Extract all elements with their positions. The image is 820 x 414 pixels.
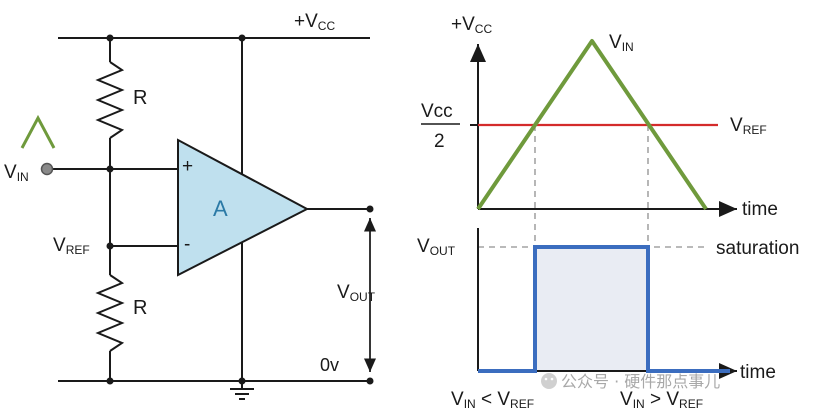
waveform-graphs [470, 39, 737, 379]
resistor-top [95, 61, 125, 139]
zero-volt-label: 0v [320, 355, 339, 375]
condition-vin-greater: VIN > VREF [620, 389, 703, 411]
resistor-bottom-label: R [133, 297, 147, 319]
vin-peak-label: VIN [609, 32, 634, 54]
vin-wave-icon [20, 114, 56, 149]
vref-line-label: VREF [730, 115, 767, 137]
vref-label: VREF [53, 235, 90, 257]
vout-label: VOUT [337, 282, 376, 304]
junction-dots [106, 34, 374, 385]
vout-graph-label: VOUT [417, 236, 456, 258]
resistor-top-label: R [133, 87, 147, 109]
watermark-text: 公众号 · 硬件那点事儿 [561, 372, 720, 391]
time-label-top: time [742, 199, 778, 220]
vcc-label: +VCC [294, 11, 335, 33]
graph-vcc-label: +VCC [451, 14, 492, 36]
saturation-label: saturation [716, 238, 799, 259]
inverting-sign: - [184, 234, 190, 255]
opamp-label: A [213, 196, 228, 221]
resistor-bottom [95, 274, 125, 352]
noninverting-sign: + [182, 156, 193, 177]
vout-square-wave [478, 245, 730, 373]
vout-pulse-fill [535, 247, 648, 371]
condition-vin-less: VIN < VREF [451, 389, 534, 411]
wechat-icon [541, 373, 557, 389]
opamp-triangle [177, 138, 310, 277]
half-vcc-denominator: 2 [434, 131, 445, 152]
vin-terminal [40, 162, 54, 176]
watermark: 公众号 · 硬件那点事儿 [541, 372, 720, 391]
vin-triangle-wave [476, 39, 708, 211]
half-vcc-numerator: Vcc [421, 101, 453, 122]
time-label-bottom: time [740, 362, 776, 383]
vin-label: VIN [4, 162, 29, 184]
